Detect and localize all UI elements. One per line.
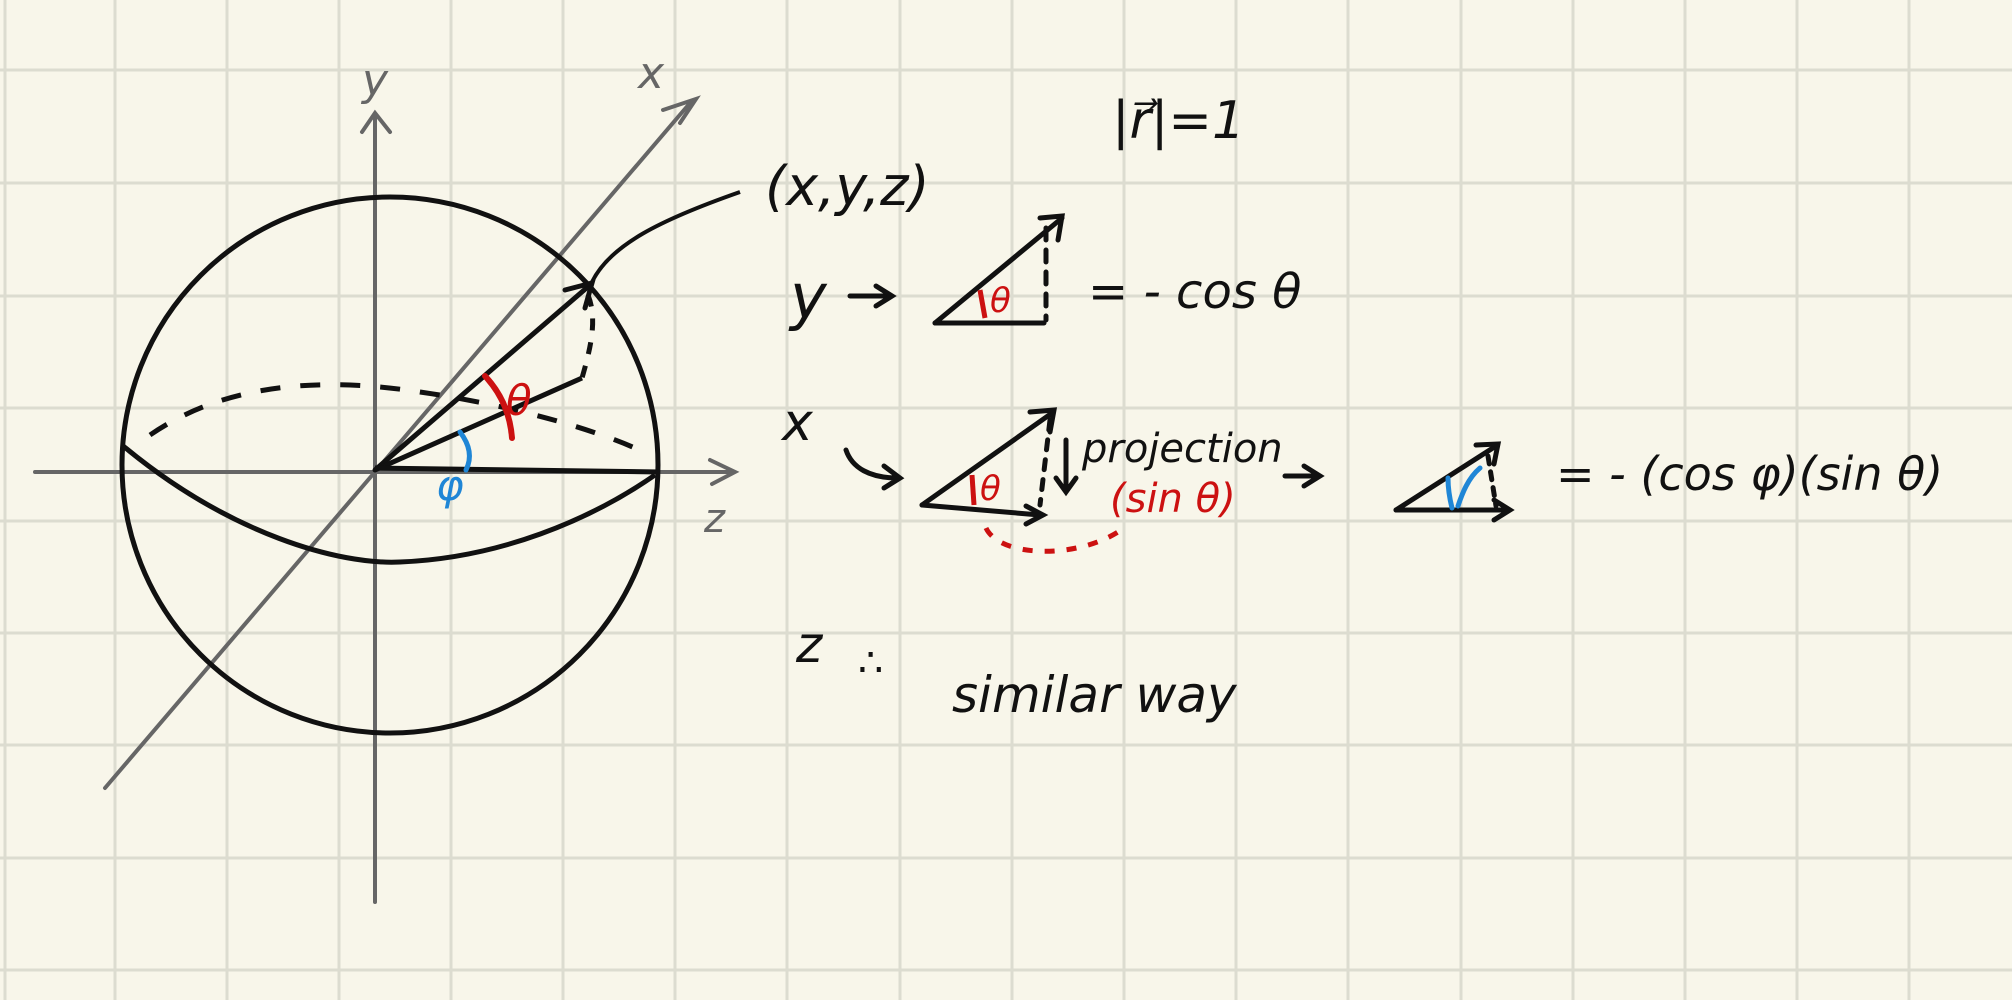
y-triangle-theta: θ	[990, 281, 1011, 321]
projection-line	[373, 375, 584, 473]
phi-label: φ	[436, 461, 464, 510]
y-triangle-angle-mark	[977, 289, 988, 319]
z-row-label: z	[795, 616, 824, 674]
x-axis-label: x	[636, 48, 665, 99]
x-row-arrow	[843, 447, 905, 491]
x-axis	[103, 95, 701, 790]
sin-theta-label: (sin θ)	[1110, 476, 1236, 522]
x-small-phi-mark	[1445, 465, 1483, 511]
z-row: z ∴ similar way	[795, 616, 1238, 724]
equator-front	[120, 443, 657, 565]
x-row-label: x	[780, 393, 814, 453]
sphere-diagram: y x z (x,y,z) |r⃗|=1 θ φ	[33, 48, 1245, 904]
theta-arc	[482, 373, 515, 441]
z-row-note: similar way	[952, 666, 1238, 724]
point-label: (x,y,z)	[765, 155, 930, 218]
sphere-outline	[119, 194, 661, 736]
x-triangle	[919, 407, 1058, 527]
x-triangle-theta: θ	[980, 469, 1001, 509]
result-arrow	[1282, 463, 1325, 489]
x-triangle-angle-mark	[969, 474, 977, 506]
phi-arc	[457, 429, 472, 473]
equator-back	[148, 382, 652, 458]
y-row-label: y	[788, 260, 828, 333]
projection-to-axis	[374, 465, 661, 475]
x-row-result: = - (cos φ)(sin θ)	[1556, 447, 1943, 501]
vector-drop-line	[579, 294, 596, 379]
z-axis-label: z	[703, 496, 726, 542]
theta-label: θ	[506, 376, 532, 425]
y-row-arrow	[847, 283, 897, 309]
y-row: y θ = - cos θ	[788, 213, 1301, 333]
projection-arrow	[1053, 437, 1079, 497]
z-row-dots: ∴	[858, 640, 883, 686]
projection-label: projection	[1081, 426, 1283, 472]
point-callout-curve	[590, 190, 741, 283]
y-axis	[360, 109, 392, 904]
y-triangle	[932, 213, 1065, 326]
y-axis-label: y	[360, 55, 389, 106]
norm-note: |r⃗|=1	[1112, 91, 1245, 151]
y-row-result: = - cos θ	[1088, 264, 1301, 320]
x-row: x θ projection (sin θ) = -	[780, 393, 1943, 554]
